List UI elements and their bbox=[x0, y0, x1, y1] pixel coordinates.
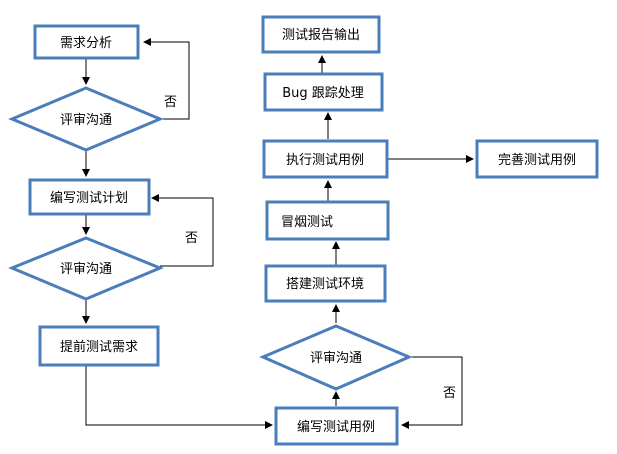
decision-review-2[interactable]: 评审沟通 bbox=[8, 236, 164, 301]
node-label: 执行测试用例 bbox=[286, 153, 364, 168]
node-execute-cases[interactable]: 执行测试用例 bbox=[262, 139, 389, 179]
no-label: 否 bbox=[185, 231, 198, 246]
edge-submit-to-cases bbox=[85, 365, 273, 429]
node-label: 编写测试计划 bbox=[50, 191, 128, 206]
node-label: 完善测试用例 bbox=[498, 152, 576, 168]
no-label: 否 bbox=[164, 95, 177, 110]
node-label: 冒烟测试 bbox=[281, 215, 333, 230]
edge-review1-no-loop bbox=[143, 38, 190, 120]
node-label: 提前测试需求 bbox=[60, 339, 138, 355]
node-setup-env[interactable]: 搭建测试环境 bbox=[264, 264, 387, 303]
decision-label: 评审沟通 bbox=[310, 351, 362, 366]
node-label: 测试报告输出 bbox=[282, 27, 360, 43]
no-label: 否 bbox=[443, 386, 456, 401]
decision-review-1[interactable]: 评审沟通 bbox=[8, 86, 164, 152]
node-label: 搭建测试环境 bbox=[286, 276, 364, 292]
edge-review2-no-loop bbox=[151, 194, 214, 267]
connectors bbox=[82, 38, 474, 429]
node-smoke-test[interactable]: 冒烟测试 bbox=[265, 200, 390, 241]
decision-review-3[interactable]: 评审沟通 bbox=[259, 324, 413, 391]
node-write-cases[interactable]: 编写测试用例 bbox=[274, 406, 399, 446]
node-label: Bug 跟踪处理 bbox=[282, 86, 364, 101]
node-write-plan[interactable]: 编写测试计划 bbox=[28, 178, 151, 216]
node-req-analysis[interactable]: 需求分析 bbox=[33, 24, 140, 60]
node-label: 需求分析 bbox=[60, 36, 112, 51]
decision-label: 评审沟通 bbox=[60, 262, 112, 277]
edge-review3-no-loop bbox=[401, 356, 463, 429]
node-label: 编写测试用例 bbox=[297, 420, 375, 435]
node-report-output[interactable]: 测试报告输出 bbox=[261, 15, 381, 54]
node-submit-req[interactable]: 提前测试需求 bbox=[38, 325, 160, 367]
node-bug-tracking[interactable]: Bug 跟踪处理 bbox=[263, 72, 384, 112]
node-improve-cases[interactable]: 完善测试用例 bbox=[475, 139, 599, 179]
decision-label: 评审沟通 bbox=[60, 113, 112, 128]
